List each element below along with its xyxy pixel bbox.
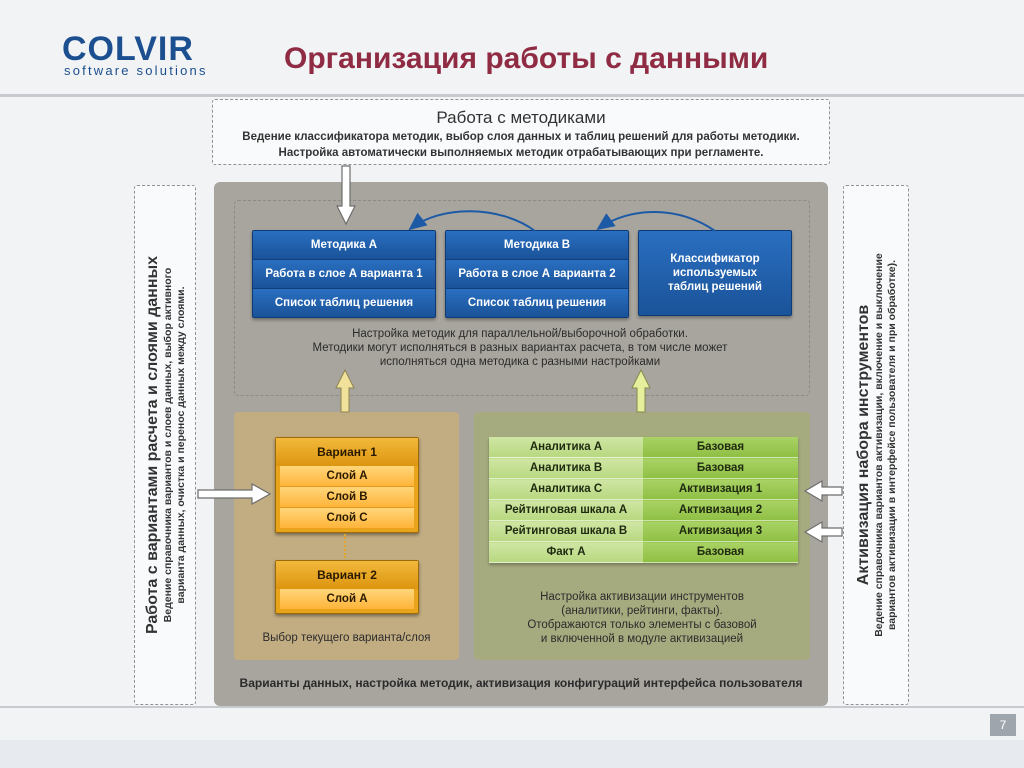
tools-activation-heading: Активизация набора инструментов [855,304,872,586]
tools-note-line1: Настройка активизации инструментов [540,591,744,603]
activation-cell: Базовая [643,437,798,458]
activation-cell: Базовая [643,457,798,479]
method-a-tables: Список таблиц решения [253,289,435,317]
footer-divider [0,706,1024,708]
method-b-block: Методика В Работа в слое А варианта 2 Сп… [445,230,629,318]
colvir-logo: COLVIR software solutions [62,30,242,78]
logo-tagline: software solutions [64,63,208,78]
tools-activation-box: Активизация набора инструментов Ведение … [843,185,909,705]
methods-note-line3: исполняться одна методика с разными наст… [379,356,661,368]
method-b-tables: Список таблиц решения [446,289,628,317]
methods-work-desc-line2: Настройка автоматически выполняемых мето… [278,147,764,159]
activation-cell: Активизация 1 [643,478,798,500]
tools-activation-desc-line1: Ведение справочника вариантов активизаци… [873,253,885,637]
methods-config-note: Настройка методик для параллельной/выбор… [250,327,790,369]
header-divider [0,94,1024,97]
method-a-layer: Работа в слое А варианта 1 [253,260,435,289]
variant-1-name: Вариант 1 [276,438,418,466]
method-a-name: Методика А [253,231,435,260]
activation-cell: Активизация 2 [643,499,798,521]
methods-work-heading: Работа с методиками [436,108,606,127]
variant-1-layer-c: Слой С [280,508,414,528]
classifier-line2: используемых [672,267,758,279]
page-number: 7 [990,714,1016,736]
tool-name-cell: Рейтинговая шкала А [489,499,643,521]
tools-activation-desc-line2: вариантов активизации в интерфейсе польз… [885,259,898,631]
tool-name-cell: Аналитика В [489,457,643,479]
variant-2-layer-a: Слой А [280,589,414,609]
variants-layers-text: Работа с вариантами расчета и слоями дан… [143,256,187,634]
variants-layers-desc-line1: Ведение справочника вариантов и слоев да… [162,267,174,623]
logo-wordmark: COLVIR [62,30,194,68]
footer-bar [0,740,1024,768]
tool-name-cell: Рейтинговая шкала В [489,520,643,542]
tool-name-cell: Аналитика А [489,437,643,458]
decision-tables-classifier: Классификатор используемых таблиц решени… [638,230,792,316]
tools-note-line3: Отображаются только элементы с базовой [527,619,757,631]
methods-note-line2: Методики могут исполняться в разных вари… [312,342,728,354]
variants-connector [344,534,352,558]
tool-name-cell: Факт А [489,541,643,563]
method-a-block: Методика А Работа в слое А варианта 1 Сп… [252,230,436,318]
methods-config-area [234,200,810,396]
tools-activation-text: Активизация набора инструментов Ведение … [854,253,898,637]
method-b-layer: Работа в слое А варианта 2 [446,260,628,289]
activation-cell: Активизация 3 [643,520,798,542]
tools-note-line2: (аналитики, рейтинги, факты). [561,605,723,617]
activation-cell: Базовая [643,541,798,563]
methods-work-box: Работа с методиками Ведение классификато… [212,99,830,165]
variant-2-name: Вариант 2 [276,561,418,589]
classifier-line1: Классификатор [670,253,760,265]
variants-layers-heading: Работа с вариантами расчета и слоями дан… [144,255,161,635]
variant-2-block: Вариант 2 Слой А [275,560,419,614]
variants-layers-desc-line2: варианта данных, очистка и перенос данны… [174,286,187,604]
variant-1-layer-a: Слой А [280,466,414,487]
slide-title: Организация работы с данными [284,42,769,75]
variant-selection-note: Выбор текущего варианта/слоя [262,632,431,644]
methods-note-line1: Настройка методик для параллельной/выбор… [352,328,688,340]
variant-1-block: Вариант 1 Слой А Слой В Слой С [275,437,419,533]
tools-note-line4: и включенной в модуле активизацией [540,633,744,645]
tools-activation-note: Настройка активизации инструментов (анал… [474,590,810,646]
data-config-caption: Варианты данных, настройка методик, акти… [239,676,803,690]
methods-work-desc-line1: Ведение классификатора методик, выбор сл… [242,131,800,143]
tool-name-cell: Аналитика С [489,478,643,500]
variant-1-layer-b: Слой В [280,487,414,508]
classifier-line3: таблиц решений [668,281,762,293]
variants-layers-box: Работа с вариантами расчета и слоями дан… [134,185,196,705]
method-b-name: Методика В [446,231,628,260]
